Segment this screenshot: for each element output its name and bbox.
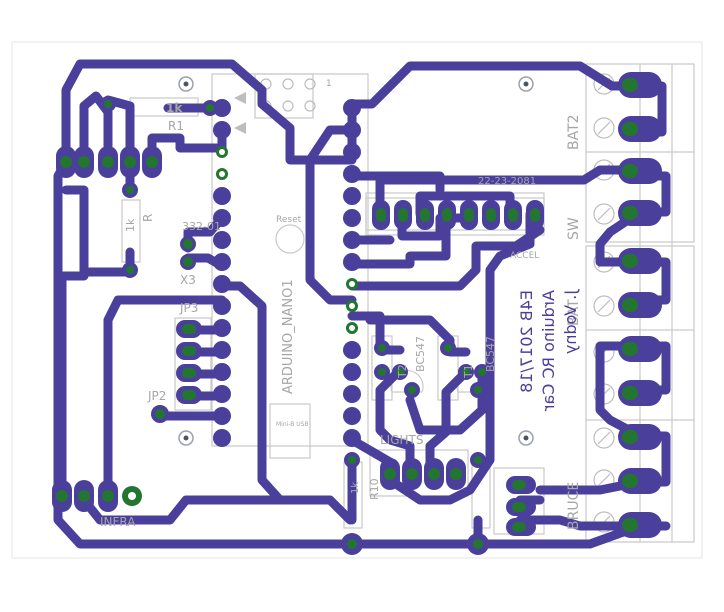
label-r-bottom: 1k: [350, 482, 361, 494]
label-connector: 22-23-2081: [478, 176, 536, 187]
label-jp2: JP2: [147, 389, 166, 403]
label-infra: INFRA: [100, 515, 136, 529]
label-lights: LIGHTS: [380, 433, 424, 447]
label-bat2: BAT2: [566, 114, 582, 150]
label-accel: ACCEL: [510, 251, 539, 261]
label-t1: T1: [462, 364, 475, 379]
silkscreen: [121, 63, 695, 543]
label-r10: R10: [368, 478, 381, 500]
label-reset: Reset: [276, 215, 302, 225]
label-t2: T2: [396, 364, 409, 379]
label-sw: SW: [566, 217, 582, 240]
label-side-resistor-ref: R: [141, 214, 155, 222]
mirrored-text-line3: J. Vodny: [561, 289, 580, 354]
label-x3-ref: 332-01: [182, 220, 221, 233]
label-bruce: BRUCE: [566, 482, 582, 530]
label-r1-value: 1k: [166, 101, 183, 115]
label-bc547-b: BC547: [484, 336, 497, 372]
labels: 1k R1 1k R 332-01 X3 JP3 JP2 ARDUINO_NAN…: [100, 79, 582, 530]
label-side-resistor: 1k: [124, 218, 137, 232]
label-usb: Mini-B USB: [276, 421, 309, 428]
mirrored-text-line1: E4B 2017/18: [517, 290, 536, 393]
label-jp3: JP3: [179, 301, 198, 315]
mirrored-text-line2: Arduino RC Car: [539, 290, 558, 412]
label-r1: R1: [168, 119, 184, 133]
label-arduino: ARDUINO_NANO1: [281, 279, 296, 394]
pads: [52, 72, 662, 555]
label-pin1: 1: [326, 79, 332, 89]
label-x3: X3: [180, 273, 196, 287]
board-outline: [11, 41, 703, 559]
label-bc547-a: BC547: [414, 336, 427, 372]
label-bat: BAT: [566, 299, 582, 326]
